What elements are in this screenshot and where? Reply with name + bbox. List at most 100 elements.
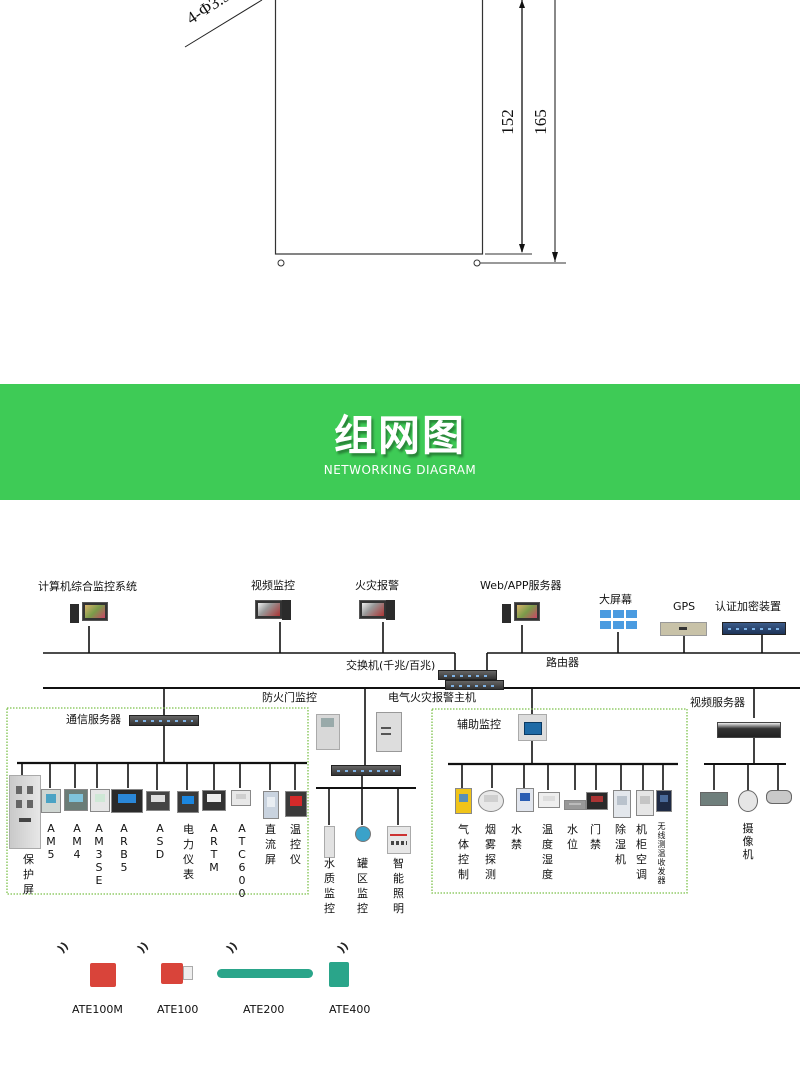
aux-device-label: 水位 <box>567 823 578 851</box>
comm-device-label: 直流屏 <box>265 823 276 866</box>
protection-panel-icon <box>9 775 41 849</box>
label-aux-monitoring: 辅助监控 <box>457 718 501 731</box>
device-screen <box>520 793 530 802</box>
label-video-monitoring: 视频监控 <box>251 579 295 592</box>
ate100-wireless-icon: )) <box>134 939 152 956</box>
device-screen <box>617 796 627 806</box>
aux-device-label: 门禁 <box>590 823 601 851</box>
fire-door-terminal-icon <box>316 714 340 750</box>
comm-drops <box>21 763 296 790</box>
device-screen <box>290 796 302 806</box>
mount-hole <box>473 259 481 267</box>
section-banner <box>0 384 800 500</box>
label-big-screen: 大屏幕 <box>599 593 632 606</box>
comm-device-label: ASD <box>155 822 165 861</box>
ate100m-sensor-icon <box>90 963 116 987</box>
comm-device-label: 温控仪 <box>290 823 301 866</box>
dimension-outer-label: 165 <box>530 109 550 135</box>
aux-drops <box>461 764 664 790</box>
label-electrical-fire-alarm-host: 电气火灾报警主机 <box>388 691 476 704</box>
arrow-head <box>519 0 525 8</box>
middle-device-label: 智能照明 <box>393 857 404 915</box>
access-control-icon <box>586 792 608 810</box>
dimension-inner-label: 152 <box>497 109 517 135</box>
device-screen <box>94 793 106 803</box>
box-camera-icon <box>700 792 728 806</box>
device-screen <box>266 796 276 808</box>
comm-device-label: ATC600 <box>238 822 246 900</box>
device-screen <box>182 795 194 804</box>
asd-device-icon <box>146 791 170 811</box>
smoke-detector-icon <box>478 790 504 812</box>
device-screen <box>483 795 499 802</box>
label-fire-alarm: 火灾报警 <box>355 579 399 592</box>
label-fire-door-monitoring: 防火门监控 <box>262 691 317 704</box>
router-icon <box>445 680 504 690</box>
device-screen <box>69 793 83 802</box>
label-gps: GPS <box>673 600 696 613</box>
temp-controller-icon <box>285 791 307 817</box>
ate400-label: ATE400 <box>329 1003 371 1016</box>
label-switch: 交换机(千兆/百兆) <box>346 659 436 672</box>
aux-device-label: 水禁 <box>511 823 522 851</box>
aux-monitoring-hmi-icon <box>518 714 547 741</box>
comm-device-label: 保护屏 <box>23 853 34 896</box>
comm-device-label: ARB5 <box>120 822 128 874</box>
comm-server-icon <box>129 715 199 726</box>
label-router: 路由器 <box>546 656 579 669</box>
comm-device-label: AM3SE <box>94 822 104 887</box>
bullet-camera-icon <box>766 790 792 804</box>
wireless-temp-transceiver-icon <box>656 790 672 812</box>
aux-device-label: 温度湿度 <box>542 823 553 881</box>
arrow-head <box>519 244 525 253</box>
middle-device-label: 罐区监控 <box>357 857 368 915</box>
ate400-sensor-icon <box>329 962 349 987</box>
ate100-label: ATE100 <box>157 1003 199 1016</box>
middle-device-label: 水质监控 <box>324 857 335 915</box>
water-leak-sensor-icon <box>516 788 534 812</box>
comm-device-label: AM4 <box>72 822 82 861</box>
ate200-wireless-icon: )) <box>223 939 241 956</box>
water-quality-sensor-icon <box>324 826 335 858</box>
panel-outline <box>274 0 484 255</box>
aux-device-label: 除湿机 <box>615 823 626 866</box>
aux-device-label: 无线测温收发器 <box>657 822 666 885</box>
aux-device-label: 机柜空调 <box>636 823 647 881</box>
label-computer-monitoring: 计算机综合监控系统 <box>38 580 137 593</box>
arrow-head <box>552 252 558 262</box>
electrical-fire-host-icon <box>376 712 402 752</box>
arb5-relay-icon <box>111 789 143 813</box>
temp-humidity-sensor-icon <box>538 792 560 808</box>
ate200-sensor-icon <box>217 969 313 978</box>
comm-device-label: ARTM <box>209 822 219 874</box>
am3se-meter-icon <box>90 789 110 812</box>
device-screen <box>235 793 247 800</box>
device-screen <box>591 796 603 802</box>
device-screen <box>45 793 57 803</box>
switch-icon <box>438 670 497 680</box>
mount-hole <box>277 259 285 267</box>
device-screen <box>640 795 650 805</box>
tank-monitor-transmitter-icon <box>355 826 371 842</box>
banner-subtitle: NETWORKING DIAGRAM <box>323 463 477 477</box>
video-server-nvr-icon <box>717 722 781 738</box>
hole-leader-line <box>184 0 263 48</box>
encryption-device-icon <box>722 622 786 635</box>
label-web-app-server: Web/APP服务器 <box>480 579 562 592</box>
aux-device-label: 气体控制 <box>458 823 469 881</box>
power-meter-icon <box>177 791 199 813</box>
label-camera: 摄像机 <box>742 822 754 861</box>
gps-device-icon <box>660 622 707 636</box>
water-level-sensor-icon <box>564 800 586 810</box>
ate100m-wireless-icon: )) <box>54 939 72 956</box>
aux-device-label: 烟雾探测 <box>485 823 496 881</box>
cabinet-ac-icon <box>636 790 654 816</box>
device-screen <box>543 795 555 801</box>
label-video-server: 视频服务器 <box>690 696 745 709</box>
device-screen <box>569 802 581 806</box>
device-screen <box>118 793 136 803</box>
device-screen <box>207 794 221 802</box>
device-screen <box>659 795 669 802</box>
atc600-device-icon <box>231 790 251 806</box>
label-comm-server: 通信服务器 <box>66 713 121 726</box>
